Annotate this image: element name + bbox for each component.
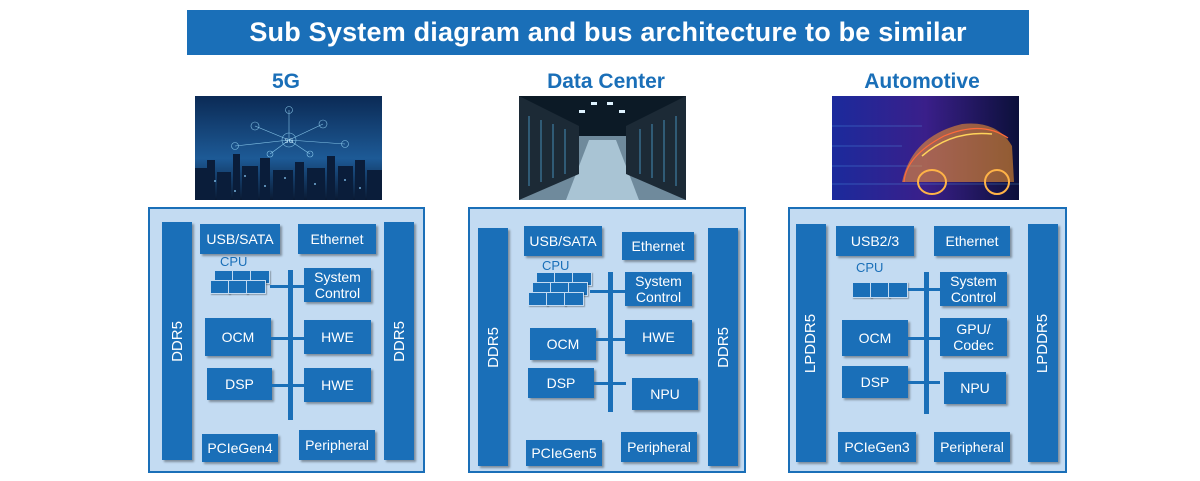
segment-title-5g: 5G: [271, 70, 300, 93]
pcie-block-5g: PCIeGen4: [202, 434, 278, 462]
dsp-block-auto: DSP: [842, 366, 908, 398]
io-block-dc: USB/SATA: [524, 226, 602, 256]
left-memory-bar-auto: LPDDR5: [796, 224, 826, 462]
peripheral-block-dc: Peripheral: [621, 432, 697, 462]
pcie-block-auto: PCIeGen3: [838, 432, 916, 462]
server-room-image: [519, 96, 686, 200]
dsp-block-5g: DSP: [207, 368, 272, 400]
ethernet-block-5g: Ethernet: [298, 224, 376, 254]
cpu-label-5g: CPU: [220, 254, 248, 269]
peripheral-block-5g: Peripheral: [299, 430, 375, 460]
system-bus-5g: [288, 270, 293, 420]
system-bus-auto: [924, 272, 929, 414]
dsp-block-dc: DSP: [528, 368, 594, 398]
bus-branch-dsp-5g: [272, 384, 306, 387]
hwe-block-5g: HWE: [304, 320, 371, 354]
bus-branch-auto: [908, 288, 940, 291]
car-wireframe-image: [832, 96, 1019, 200]
segment-title-automotive: Automotive: [864, 70, 980, 93]
segment-title-data-center: Data Center: [547, 70, 665, 93]
hwe-block-2-5g: HWE: [304, 368, 371, 402]
bus-branch-dsp-dc: [594, 382, 626, 385]
subsystem-panel-5g: [148, 207, 425, 473]
system-bus-dc: [608, 272, 613, 412]
ocm-block-dc: OCM: [530, 328, 596, 360]
bus-branch-dsp-auto: [908, 381, 940, 384]
right-memory-bar-dc: DDR5: [708, 228, 738, 466]
subsystem-panel-data-center: [468, 207, 746, 473]
bus-branch-dc: [590, 290, 626, 293]
svg-text:5G: 5G: [285, 138, 294, 145]
cpu-label-dc: CPU: [542, 258, 570, 273]
cpu-label-auto: CPU: [856, 260, 884, 275]
npu-block-auto: NPU: [944, 372, 1006, 404]
system-control-block-5g: System Control: [304, 268, 371, 302]
bus-branch-5g: [270, 285, 306, 288]
right-memory-bar-auto: LPDDR5: [1028, 224, 1058, 462]
hwe-block-dc: HWE: [625, 320, 692, 354]
io-block-5g: USB/SATA: [200, 224, 280, 254]
bus-branch-ocm-5g: [271, 337, 306, 340]
bus-branch-ocm-auto: [908, 337, 940, 340]
system-control-block-auto: System Control: [940, 272, 1007, 306]
left-memory-bar-5g: DDR5: [162, 222, 192, 460]
city-network-image: 5G: [195, 96, 382, 200]
peripheral-block-auto: Peripheral: [934, 432, 1010, 462]
gpu-codec-block-auto: GPU/ Codec: [940, 318, 1007, 356]
bus-branch-ocm-dc: [596, 338, 626, 341]
pcie-block-dc: PCIeGen5: [526, 440, 602, 466]
ethernet-block-dc: Ethernet: [622, 232, 694, 260]
left-memory-bar-dc: DDR5: [478, 228, 508, 466]
io-block-auto: USB2/3: [836, 226, 914, 256]
ocm-block-auto: OCM: [842, 320, 908, 356]
npu-block-dc: NPU: [632, 378, 698, 410]
banner-title: Sub System diagram and bus architecture …: [187, 10, 1029, 55]
ocm-block-5g: OCM: [205, 318, 271, 356]
ethernet-block-auto: Ethernet: [934, 226, 1010, 256]
system-control-block-dc: System Control: [625, 272, 692, 306]
right-memory-bar-5g: DDR5: [384, 222, 414, 460]
